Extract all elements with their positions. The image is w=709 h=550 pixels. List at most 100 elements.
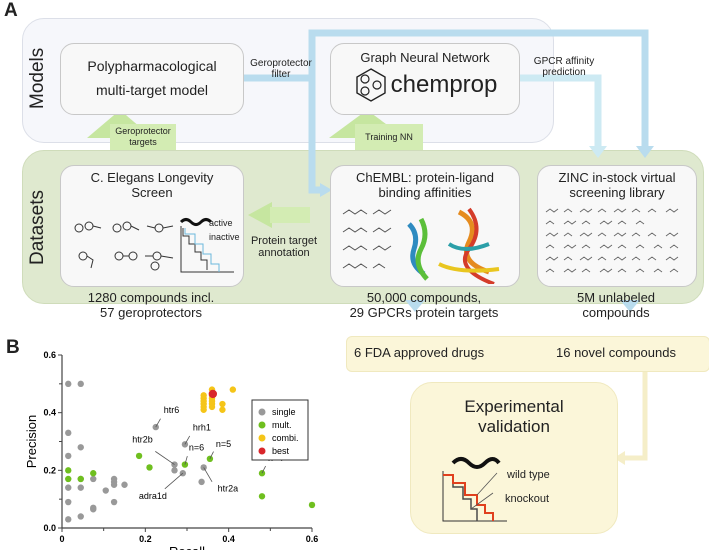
legend-marker xyxy=(258,408,266,416)
blue-arrow-gpcr xyxy=(520,74,602,148)
zinc-box: ZINC in-stock virtual screening library xyxy=(537,165,697,287)
annotation-label: htr2a xyxy=(218,483,239,493)
legend-label: combi. xyxy=(272,433,299,443)
celegans-legend-inactive: inactive xyxy=(209,232,240,242)
data-point-best xyxy=(208,389,218,399)
protein-annotation-label: Protein target annotation xyxy=(244,235,324,259)
data-point-mult xyxy=(90,470,97,477)
data-point-single xyxy=(171,467,178,474)
legend-label: best xyxy=(272,446,290,456)
compound-grid-icon xyxy=(545,208,679,273)
annotation-label: n=6 xyxy=(189,443,204,453)
data-point-combi xyxy=(219,406,226,413)
worm-icon xyxy=(179,218,213,226)
poly-model-line1: Polypharmacological xyxy=(87,58,217,74)
gero-filter-label: Geroprotector filter xyxy=(246,58,316,80)
annotation-leader xyxy=(209,451,214,459)
worm-icon xyxy=(451,457,501,469)
protein-annotation-line2: annotation xyxy=(258,247,310,259)
data-point-mult xyxy=(258,493,266,500)
celegans-title1: C. Elegans Longevity xyxy=(90,170,214,185)
zinc-title1: ZINC in-stock virtual xyxy=(558,170,676,185)
data-point-combi xyxy=(229,386,237,393)
chemprop-logo-text: chemprop xyxy=(390,71,498,98)
validation-box: Experimental validation wild type knocko… xyxy=(410,382,618,534)
data-point-mult xyxy=(65,467,72,474)
data-point-single xyxy=(198,478,205,486)
chembl-illustration xyxy=(342,207,500,284)
validation-title2: validation xyxy=(478,417,550,436)
celegans-box: C. Elegans Longevity Screen active inact… xyxy=(60,165,244,287)
y-tick-label: 0.6 xyxy=(43,350,56,360)
chembl-title1: ChEMBL: protein-ligand xyxy=(355,170,495,185)
data-point-single xyxy=(77,484,84,491)
annotation-label: n=5 xyxy=(216,439,231,449)
results-bar xyxy=(346,336,709,372)
chembl-caption2: 29 GPCRs protein targets xyxy=(349,305,499,320)
celegans-illustration xyxy=(74,218,234,273)
poly-model-box: Polypharmacological multi-target model xyxy=(60,43,244,115)
data-point-single xyxy=(65,452,72,460)
ligand-structures-icon xyxy=(342,209,392,269)
gpcr-prediction-label: GPCR affinity prediction xyxy=(524,56,604,78)
legend-marker xyxy=(258,447,266,455)
gero-targets-line1: Geroprotector xyxy=(115,126,171,136)
blue-arrowhead xyxy=(636,146,654,158)
fda-drugs-label: 6 FDA approved drugs xyxy=(354,345,485,360)
novel-compounds-label: 16 novel compounds xyxy=(556,345,676,360)
annotation-leader xyxy=(155,451,175,465)
chemprop-logo-icon xyxy=(355,68,386,102)
data-point-single xyxy=(77,380,84,388)
gnn-title: Graph Neural Network xyxy=(360,50,490,65)
x-tick-label: 0.4 xyxy=(222,534,235,544)
gpcr-line2: prediction xyxy=(542,67,586,78)
arrow-to-fda xyxy=(405,300,425,312)
gero-filter-line2: filter xyxy=(271,69,291,80)
data-point-single xyxy=(65,516,72,523)
annotation-label: adra1d xyxy=(139,491,167,501)
zinc-caption1: 5M unlabeled xyxy=(576,290,656,305)
chembl-caption1: 50,000 compounds, xyxy=(366,290,482,305)
zinc-caption: 5M unlabeled compounds xyxy=(537,290,695,320)
data-point-single xyxy=(65,484,72,491)
y-tick-label: 0.0 xyxy=(43,523,56,533)
panel-b-letter: B xyxy=(6,337,20,358)
active-curve xyxy=(182,228,208,270)
data-point-single xyxy=(77,444,84,451)
data-point-single xyxy=(90,475,97,483)
legend-marker xyxy=(258,434,266,442)
annotation-label: htr2b xyxy=(132,435,153,445)
data-point-mult xyxy=(258,470,266,477)
data-point-single xyxy=(65,498,72,506)
celegans-title2: Screen xyxy=(131,185,173,200)
annotation-leader xyxy=(155,418,161,428)
chembl-title2: binding affinities xyxy=(378,185,472,200)
data-point-single xyxy=(110,498,118,506)
zinc-library-illustration xyxy=(545,208,679,273)
x-axis-label: Recall xyxy=(169,544,205,550)
annotation-label: hrh1 xyxy=(193,422,211,432)
annotation-label: htr6 xyxy=(164,405,180,415)
data-point-mult xyxy=(146,464,153,471)
x-tick-label: 0.6 xyxy=(306,534,319,544)
annotation-leader xyxy=(184,435,191,445)
data-point-mult xyxy=(135,452,143,460)
knockout-label: knockout xyxy=(505,493,550,505)
celegans-caption: 1280 compounds incl. 57 geroprotectors xyxy=(60,290,242,320)
annotation-leader xyxy=(261,465,266,474)
data-point-single xyxy=(121,481,128,488)
molecule-structures-icon xyxy=(74,221,174,271)
protein-annotation-line1: Protein target xyxy=(250,235,318,247)
data-point-mult xyxy=(65,475,72,483)
data-point-single xyxy=(65,429,72,437)
data-point-mult xyxy=(308,501,316,509)
arrow-to-novel xyxy=(620,300,640,312)
gero-targets-line2: targets xyxy=(129,137,157,147)
zinc-caption2: compounds xyxy=(582,305,650,320)
chembl-box: ChEMBL: protein-ligand binding affinitie… xyxy=(330,165,520,287)
poly-model-line2: multi-target model xyxy=(95,82,209,98)
legend-marker xyxy=(258,421,266,429)
survival-curve-illustration xyxy=(442,457,507,522)
wild-type-label: wild type xyxy=(507,469,550,481)
